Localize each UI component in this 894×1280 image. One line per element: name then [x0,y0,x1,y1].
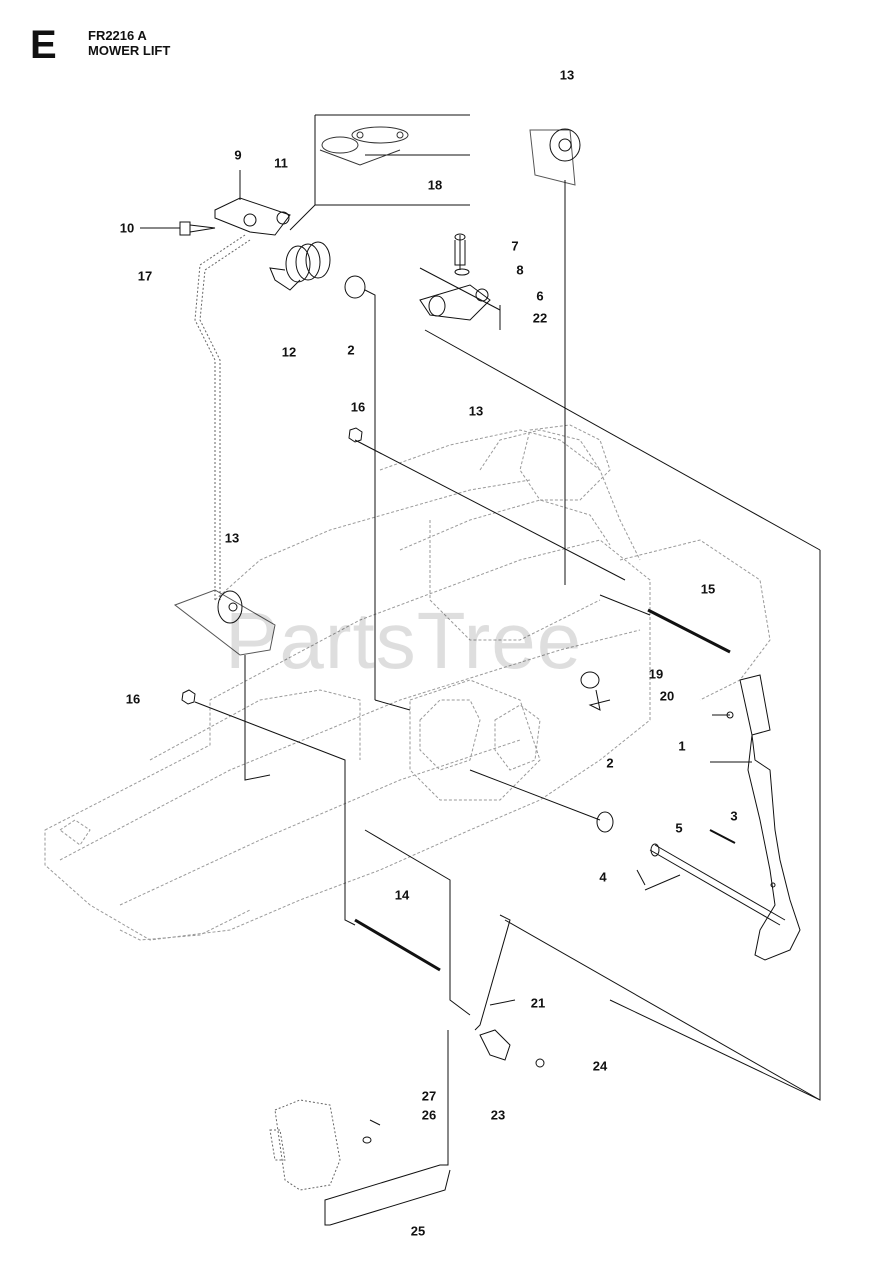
pulley-13-left [173,589,276,781]
bracket-plate-18 [319,126,409,166]
callout-c13a[interactable]: 13 [559,67,575,83]
link-rod-21 [474,914,821,1101]
callout-c20[interactable]: 20 [659,688,675,704]
rod-25 [324,1030,451,1226]
bushing-2-top [344,275,376,700]
clevis-block-6 [419,233,821,551]
pin-27 [362,1119,381,1144]
callout-c19[interactable]: 19 [648,666,664,682]
lift-handle-1 [710,674,801,961]
callout-c17[interactable]: 17 [137,268,153,284]
callout-c22[interactable]: 22 [532,310,548,326]
callout-c25[interactable]: 25 [410,1223,426,1239]
pulley-13-top [529,128,581,585]
bushing-19 [580,671,734,719]
section-letter: E [30,23,57,67]
callout-c24[interactable]: 24 [592,1058,608,1074]
model-code: FR2216 A [88,28,147,43]
callout-c2b[interactable]: 2 [606,755,614,771]
callout-c11[interactable]: 11 [274,155,288,171]
callout-c26[interactable]: 26 [421,1107,437,1123]
callout-c6[interactable]: 6 [536,288,544,304]
callout-c16b[interactable]: 16 [125,691,141,707]
bracket-inset-frame [289,114,470,231]
callout-c9[interactable]: 9 [234,147,242,163]
callout-c15[interactable]: 15 [700,581,716,597]
nut-16-upper [348,427,363,443]
callout-c18[interactable]: 18 [427,177,443,193]
spring-12 [269,241,331,291]
callout-c7[interactable]: 7 [511,238,519,254]
callout-c1[interactable]: 1 [678,738,686,754]
diagram-title: MOWER LIFT [88,43,171,58]
callout-c4[interactable]: 4 [599,869,607,885]
shaft-5 [469,769,786,926]
rod-14 [354,829,471,1016]
callout-c8[interactable]: 8 [516,262,524,278]
callout-c13c[interactable]: 13 [224,530,240,546]
nut-16-lower [181,689,356,926]
callout-c27[interactable]: 27 [421,1088,437,1104]
bracket-9 [214,170,291,236]
watermark: PartsTree [225,596,583,685]
callout-c5[interactable]: 5 [675,820,683,836]
callout-c13b[interactable]: 13 [468,403,484,419]
cable-17 [194,234,251,600]
callout-c21[interactable]: 21 [530,995,546,1011]
callout-c3[interactable]: 3 [730,808,738,824]
callout-c23[interactable]: 23 [490,1107,506,1123]
callout-c2a[interactable]: 2 [347,342,355,358]
callout-c14[interactable]: 14 [394,887,410,903]
tractor-frame-phantom [44,424,771,941]
callout-c10[interactable]: 10 [119,220,135,236]
bolt-10 [140,221,216,236]
callout-c12[interactable]: 12 [281,344,297,360]
callout-c16a[interactable]: 16 [350,399,366,415]
handle-base [269,1099,341,1191]
